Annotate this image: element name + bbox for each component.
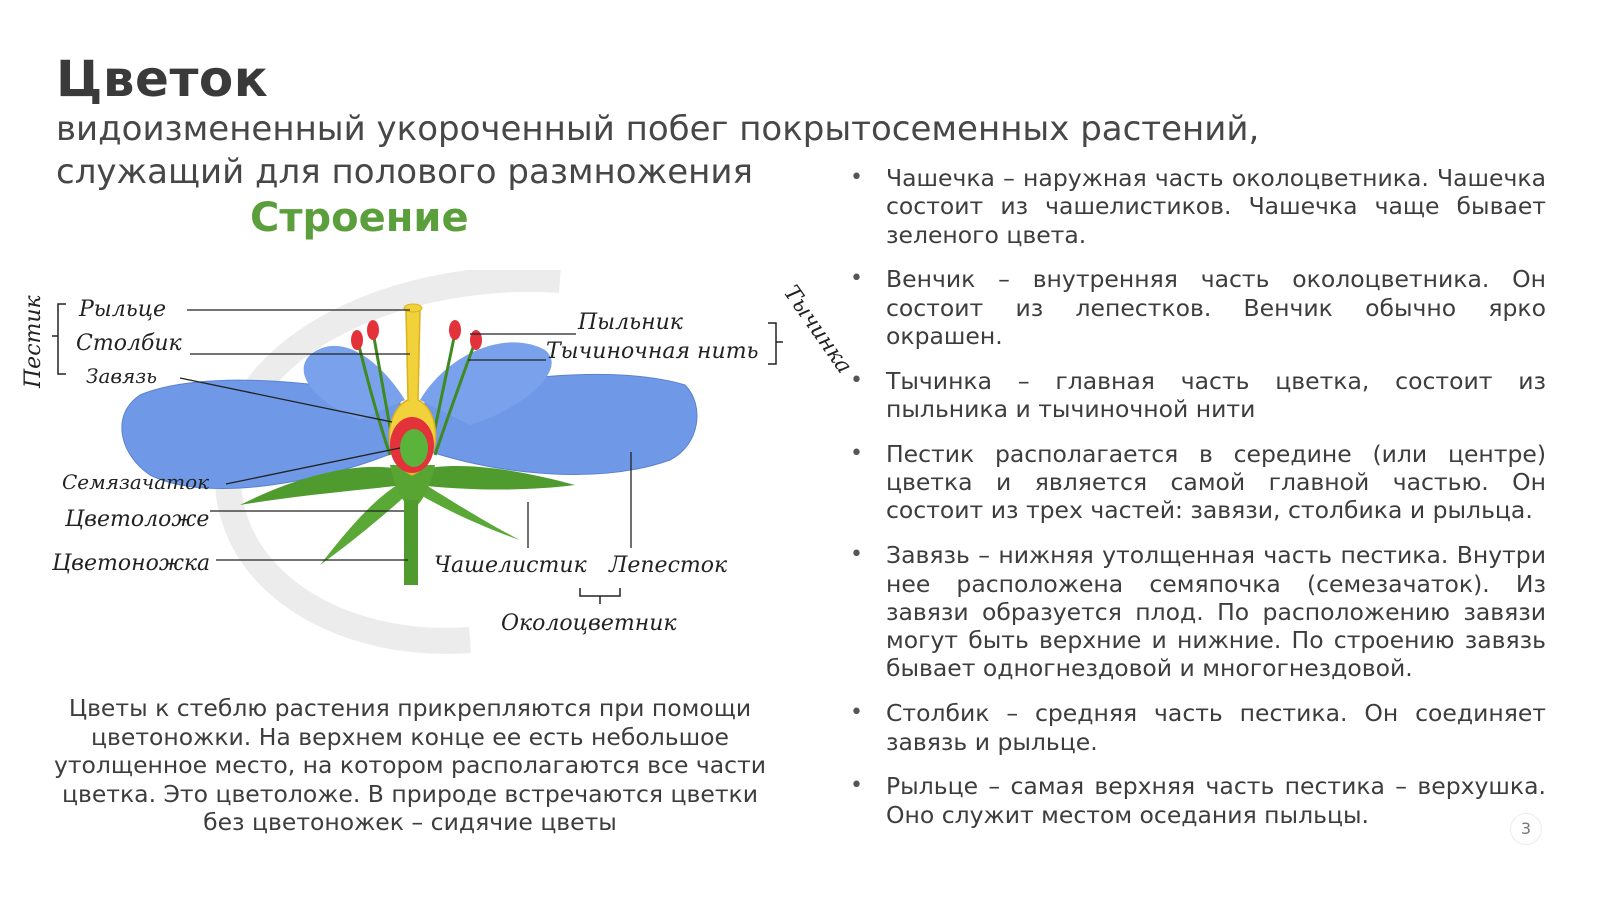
label-tychinochnaya-nit: Тычиночная нить bbox=[546, 339, 759, 364]
receptacle bbox=[390, 465, 435, 510]
bullet-icon: • bbox=[850, 367, 863, 393]
bullet-icon: • bbox=[850, 542, 863, 568]
bullet-icon: • bbox=[850, 266, 863, 292]
bullet-icon: • bbox=[850, 773, 863, 799]
bullet-icon: • bbox=[850, 440, 863, 466]
stigma bbox=[403, 303, 423, 313]
sepal-left-low bbox=[320, 480, 412, 565]
bullet-icon: • bbox=[850, 165, 863, 190]
label-okolotsvetnik: Околоцветник bbox=[501, 611, 677, 636]
label-lepestok: Лепесток bbox=[608, 553, 728, 578]
anther-4 bbox=[470, 330, 482, 350]
label-tsvetolozhe: Цветоложе bbox=[64, 507, 209, 532]
label-pestik: Пестик bbox=[21, 294, 46, 389]
anther-2 bbox=[367, 320, 379, 340]
list-item: •Завязь – нижняя утолщенная часть пестик… bbox=[850, 541, 1546, 683]
list-item: •Тычинка – главная часть цветка, состоит… bbox=[850, 366, 1546, 424]
label-stolbik: Столбик bbox=[76, 331, 183, 356]
anther-1 bbox=[351, 330, 363, 350]
label-semyazachatok: Семязачаток bbox=[62, 470, 209, 494]
list-item: •Рыльце – самая верхняя часть пестика – … bbox=[850, 772, 1546, 829]
label-tychinka: Тычинка bbox=[778, 281, 857, 378]
leader-lines bbox=[179, 309, 632, 561]
sepal-left bbox=[240, 466, 405, 505]
flower-diagram: Пестик Рыльце Столбик Завязь Семязачаток… bbox=[21, 270, 857, 654]
label-zavyaz: Завязь bbox=[86, 364, 157, 388]
list-item: •Чашечка – наружная часть околоцветника.… bbox=[850, 164, 1546, 249]
label-tsvetonozhka: Цветоножка bbox=[51, 551, 210, 576]
definitions-list: •Чашечка – наружная часть околоцветника.… bbox=[850, 164, 1546, 845]
sepal-right-low bbox=[412, 480, 520, 540]
page-subtitle: видоизмененный укороченный побег покрыто… bbox=[56, 109, 1260, 192]
list-item: •Венчик – внутренняя часть околоцветника… bbox=[850, 265, 1546, 350]
label-pylnik: Пыльник bbox=[577, 310, 684, 335]
brackets bbox=[52, 303, 783, 604]
receptacle-paragraph: Цветы к стеблю растения прикрепляются пр… bbox=[53, 694, 767, 836]
list-item: •Пестик располагается в середине (или це… bbox=[850, 439, 1546, 525]
label-chashelistik: Чашелистик bbox=[434, 553, 588, 578]
petal-top-left bbox=[303, 345, 405, 420]
anther-3 bbox=[449, 320, 461, 340]
label-rylce: Рыльце bbox=[78, 297, 166, 322]
list-item: •Столбик – средняя часть пестика. Он сое… bbox=[850, 699, 1546, 756]
bullet-icon: • bbox=[850, 700, 863, 726]
ovule bbox=[400, 429, 428, 467]
page-title: Цветок bbox=[56, 50, 269, 108]
page-number: 3 bbox=[1510, 813, 1542, 845]
sepal-right bbox=[418, 465, 575, 490]
flower-stem bbox=[404, 500, 418, 585]
section-heading: Строение bbox=[250, 195, 469, 241]
